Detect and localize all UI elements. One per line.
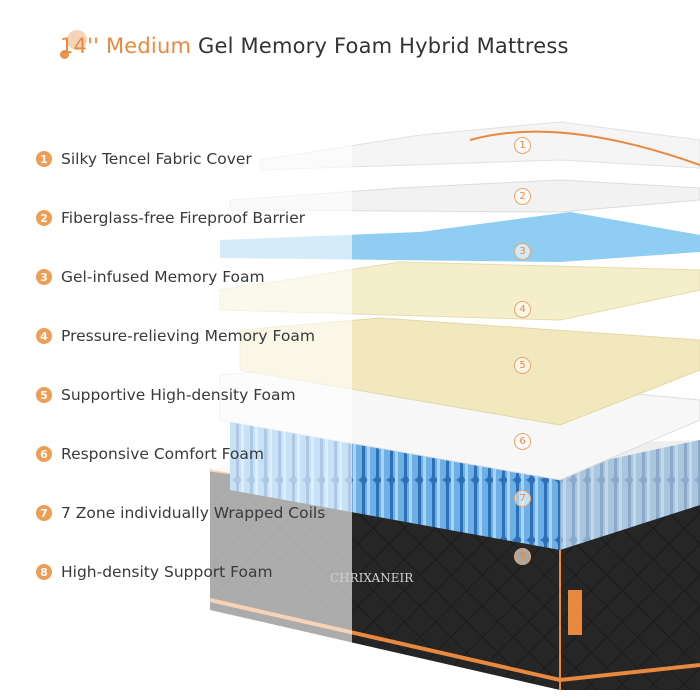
number-badge: 4 xyxy=(36,328,52,344)
title-decoration-dot xyxy=(60,50,69,59)
number-badge: 5 xyxy=(36,387,52,403)
number-badge: 3 xyxy=(36,269,52,285)
layer-label-text: Supportive High-density Foam xyxy=(61,386,296,404)
number-badge: 2 xyxy=(36,210,52,226)
layer-label-text: Pressure-relieving Memory Foam xyxy=(61,327,315,345)
number-badge: 7 xyxy=(36,505,52,521)
layer-label: 5 Supportive High-density Foam xyxy=(36,386,296,404)
layer-marker: 5 xyxy=(514,357,531,374)
title-rest: Gel Memory Foam Hybrid Mattress xyxy=(198,34,569,58)
number-badge: 8 xyxy=(36,564,52,580)
title-accent: 14'' Medium xyxy=(60,34,192,58)
layer-label: 7 7 Zone individually Wrapped Coils xyxy=(36,504,325,522)
layer-label: 2 Fiberglass-free Fireproof Barrier xyxy=(36,209,305,227)
title-decoration xyxy=(67,30,87,50)
layer-label-text: 7 Zone individually Wrapped Coils xyxy=(61,504,326,522)
layer-label: 8 High-density Support Foam xyxy=(36,563,273,581)
layer-label-text: Fiberglass-free Fireproof Barrier xyxy=(61,209,306,227)
number-badge: 1 xyxy=(36,151,52,167)
layer-label-text: Responsive Comfort Foam xyxy=(61,445,265,463)
layer-label: 4 Pressure-relieving Memory Foam xyxy=(36,327,315,345)
layer-label-text: Gel-infused Memory Foam xyxy=(61,268,265,286)
layer-marker: 3 xyxy=(514,243,531,260)
layer-marker: 6 xyxy=(514,433,531,450)
page-title: 14'' Medium Gel Memory Foam Hybrid Mattr… xyxy=(60,34,569,58)
layer-label: 1 Silky Tencel Fabric Cover xyxy=(36,150,252,168)
layer-marker: 7 xyxy=(514,490,531,507)
layer-label: 6 Responsive Comfort Foam xyxy=(36,445,264,463)
layer-label-text: High-density Support Foam xyxy=(61,563,273,581)
number-badge: 6 xyxy=(36,446,52,462)
layer-marker: 8 xyxy=(514,548,531,565)
brand-logo: CHRIXANEIR xyxy=(330,571,414,585)
layer-marker: 2 xyxy=(514,188,531,205)
layer-marker: 1 xyxy=(514,137,531,154)
layer-label-text: Silky Tencel Fabric Cover xyxy=(61,150,252,168)
layer-label: 3 Gel-infused Memory Foam xyxy=(36,268,265,286)
layer-marker: 4 xyxy=(514,301,531,318)
